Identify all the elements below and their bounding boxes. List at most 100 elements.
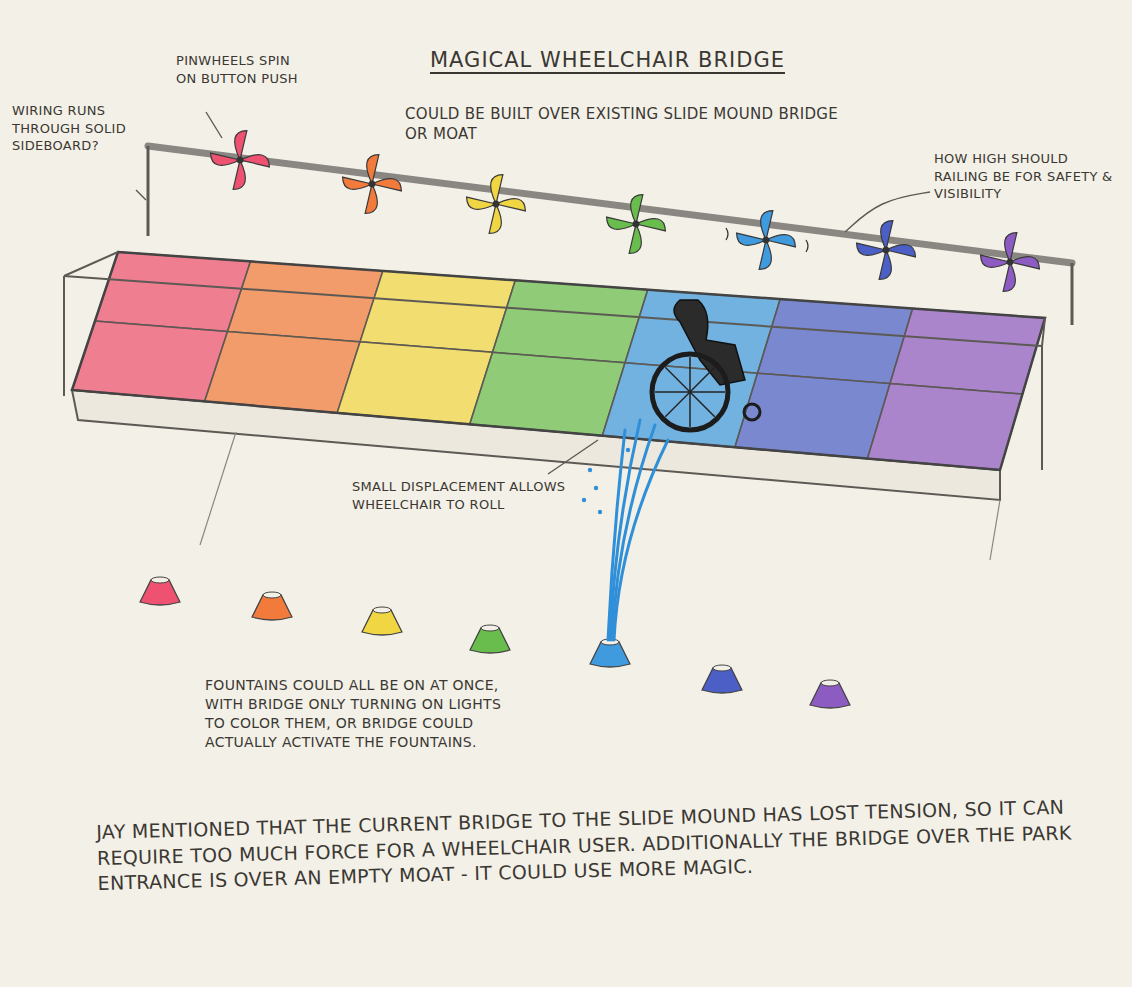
water-drop	[598, 510, 602, 514]
rail-line	[63, 276, 65, 396]
callout-note: HOW HIGH SHOULD RAILING BE FOR SAFETY & …	[934, 150, 1124, 203]
deck-tile	[890, 309, 1045, 394]
fountain	[140, 580, 180, 605]
fountain	[252, 595, 292, 620]
fountain	[470, 628, 510, 653]
wheel-spoke	[689, 357, 691, 392]
rail-line	[1042, 318, 1045, 346]
caster-wheel	[744, 404, 760, 420]
fountain-note: FOUNTAINS COULD ALL BE ON AT ONCE, WITH …	[205, 676, 520, 752]
pinwheel-blade	[755, 208, 777, 240]
pinwheel-hub	[1006, 258, 1015, 267]
pinwheel-blade	[340, 174, 372, 196]
pinwheel-blade	[1000, 262, 1022, 294]
callout-note: SMALL DISPLACEMENT ALLOWS WHEELCHAIR TO …	[352, 478, 567, 513]
pinwheel-blade	[999, 230, 1021, 262]
pinwheel-hub	[632, 220, 641, 229]
wheel-spoke	[690, 391, 725, 393]
pinwheel	[972, 224, 1049, 301]
pinwheel-blade	[604, 214, 636, 236]
motion-mark	[806, 240, 808, 252]
rail-post	[147, 146, 150, 236]
deck-tile	[470, 352, 625, 435]
pinwheel-blade	[486, 204, 508, 236]
callout-note: WIRING RUNS THROUGH SOLID SIDEBOARD?	[12, 102, 134, 155]
wheel-spoke	[690, 367, 715, 392]
pinwheel-blade	[1010, 251, 1042, 273]
pinwheel-blade	[626, 224, 648, 256]
leader-line	[206, 112, 222, 138]
ground-line	[200, 432, 236, 545]
pinwheel	[728, 202, 805, 279]
pinwheel-blade	[240, 149, 272, 171]
deck-tile	[735, 373, 890, 458]
fountain	[362, 610, 402, 635]
deck-tile	[867, 384, 1022, 470]
pinwheel-blade	[766, 229, 798, 251]
pinwheel-hub	[492, 200, 501, 209]
pinwheel-blade	[734, 230, 766, 252]
fountain-tops	[151, 577, 839, 686]
deck-outline	[72, 252, 1045, 470]
deck-tile	[337, 342, 492, 424]
leader-line	[845, 192, 930, 232]
pinwheel	[848, 212, 925, 289]
pinwheel-blade	[464, 194, 496, 216]
bridge-deck	[72, 252, 1045, 470]
pinwheel-blade	[978, 252, 1010, 274]
rail-post	[1071, 263, 1074, 325]
deck-tile	[72, 321, 228, 401]
motion-mark	[726, 228, 728, 240]
deck-tile	[95, 252, 250, 331]
pinwheel-hub	[762, 236, 771, 245]
callout-note: PINWHEELS SPIN ON BUTTON PUSH	[176, 52, 306, 87]
fountain	[810, 683, 850, 708]
fountain	[702, 668, 742, 693]
pinwheel-hub	[882, 246, 891, 255]
fountain	[590, 642, 630, 667]
water-drop	[582, 498, 586, 502]
footnote: JAY MENTIONED THAT THE CURRENT BRIDGE TO…	[96, 794, 1073, 896]
rail-bar	[148, 146, 1072, 263]
fountain-nozzle	[481, 625, 499, 631]
fountain-nozzle	[713, 665, 731, 671]
pinwheel-blade	[485, 172, 507, 204]
deck-tile	[758, 299, 913, 383]
water-jet	[582, 420, 668, 640]
water-drop	[588, 468, 592, 472]
front-railing	[64, 252, 1045, 470]
wheel-spoke	[689, 392, 691, 427]
deck-tile	[205, 331, 360, 412]
pinwheel-blade	[875, 218, 897, 250]
pinwheel-blade	[886, 239, 918, 261]
deck-tile	[360, 271, 515, 352]
rail-line	[1041, 346, 1043, 470]
pinwheel	[598, 186, 675, 263]
leader-line	[548, 440, 598, 474]
pinwheel-blade	[636, 213, 668, 235]
title: MAGICAL WHEELCHAIR BRIDGE	[430, 46, 810, 74]
fountain-nozzle	[151, 577, 169, 583]
fountain-nozzle	[821, 680, 839, 686]
wheelchair-wheel	[652, 354, 728, 430]
pinwheel-blade	[361, 152, 383, 184]
fountain-nozzle	[263, 592, 281, 598]
pinwheel-blade	[625, 192, 647, 224]
wheelchair	[652, 300, 760, 430]
wheel-spoke	[690, 392, 715, 417]
pinwheel-hub	[236, 156, 245, 165]
pinwheel-blade	[854, 240, 886, 262]
pinwheel-blade	[876, 250, 898, 282]
rail-line	[64, 276, 1042, 346]
deck-tile	[493, 280, 648, 362]
pinwheel	[202, 122, 279, 199]
pinwheel-hub	[368, 180, 377, 189]
rail-line	[64, 252, 118, 276]
callout-note: COULD BE BUILT OVER EXISTING SLIDE MOUND…	[405, 104, 845, 145]
pinwheel-blade	[496, 193, 528, 215]
pinwheel-blade	[756, 240, 778, 272]
pinwheel-blade	[362, 184, 384, 216]
pinwheel	[458, 166, 535, 243]
water-stream	[614, 440, 668, 640]
